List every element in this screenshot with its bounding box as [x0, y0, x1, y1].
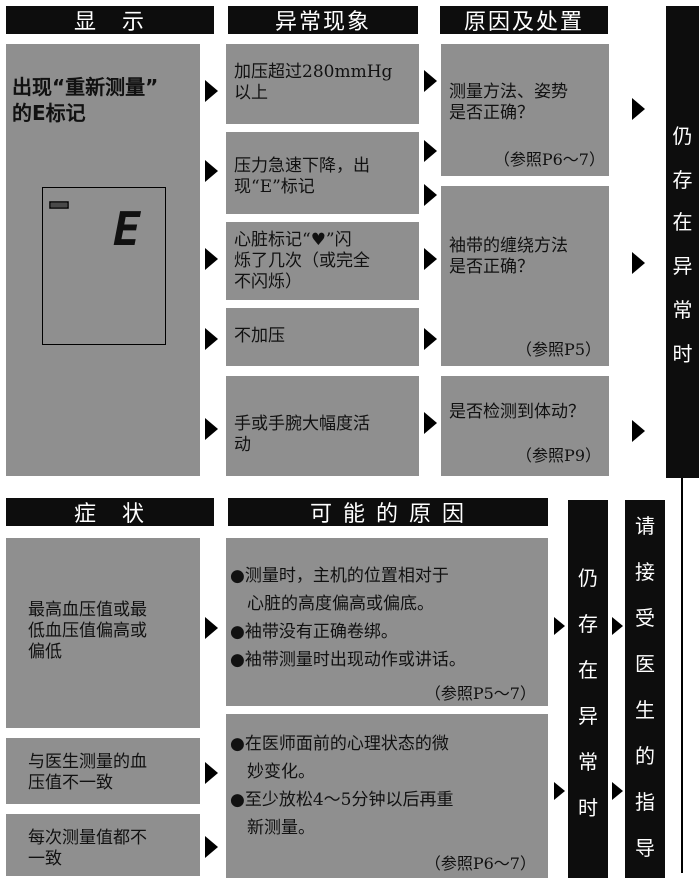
possible-cause-list: ●测量时，主机的位置相对于 心脏的高度偏高或偏底。 ●袖带没有正确卷绑。 ●袖带…	[230, 562, 466, 674]
arrow-right-icon	[424, 412, 437, 434]
vertical-char: 异	[672, 254, 693, 278]
arrow-right-icon	[612, 782, 623, 800]
symptom-item: 每次测量值都不 一致	[6, 814, 200, 876]
arrow-right-icon	[424, 328, 437, 350]
header-symptom: 症 状	[6, 498, 214, 527]
possible-cause-line: ●至少放松4～5分钟以后再重	[230, 790, 454, 810]
abnormal-item: 不加压	[226, 308, 419, 366]
cause-item-text: 袖带的缠绕方法 是否正确？	[449, 236, 568, 277]
vertical-char: 常	[578, 750, 598, 774]
cause-item: 是否检测到体动？ （参照P9）	[441, 376, 609, 476]
vertical-char: 存	[578, 612, 598, 636]
vertical-char: 接	[635, 560, 655, 584]
cause-item-text: 是否检测到体动？	[449, 402, 585, 422]
symptom-item: 与医生测量的血 压值不一致	[6, 738, 200, 804]
cause-item: 袖带的缠绕方法 是否正确？ （参照P5）	[441, 186, 609, 366]
vertical-char: 在	[672, 210, 693, 234]
vertical-char: 导	[635, 836, 655, 860]
arrow-right-icon	[554, 782, 565, 800]
cause-item-text: 测量方法、姿势 是否正确？	[449, 82, 568, 123]
arrow-right-icon	[205, 617, 218, 639]
consult-doctor-bar: 请 接 受 医 生 的 指 导	[625, 500, 665, 878]
possible-cause-line: 心脏的高度偏高或偏底。	[230, 594, 434, 614]
vertical-char: 时	[578, 796, 598, 820]
connector-line	[681, 478, 683, 873]
arrow-right-icon	[612, 617, 623, 635]
arrow-right-icon	[205, 836, 218, 858]
abnormal-item-text: 压力急速下降，出 现“E”标记	[234, 156, 370, 197]
arrow-right-icon	[554, 617, 565, 635]
possible-cause-ref: （参照P6～7）	[424, 854, 536, 873]
arrow-right-icon	[424, 248, 437, 270]
arrow-right-icon	[632, 98, 645, 120]
error-title: 出现“重新测量” 的E标记	[12, 75, 159, 125]
vertical-char: 医	[635, 652, 655, 676]
arrow-right-icon	[424, 70, 437, 92]
possible-cause-line: 新测量。	[230, 818, 315, 838]
symptom-text: 每次测量值都不 一致	[28, 828, 147, 869]
vertical-char: 存	[672, 168, 693, 192]
vertical-char: 的	[635, 744, 655, 768]
header-abnormal: 异常现象	[228, 6, 418, 35]
arrow-right-icon	[205, 762, 218, 784]
cause-item-ref: （参照P6～7）	[493, 150, 605, 169]
possible-cause-list: ●在医师面前的心理状态的微 妙变化。 ●至少放松4～5分钟以后再重 新测量。	[230, 730, 453, 842]
symptom-text: 与医生测量的血 压值不一致	[28, 752, 147, 793]
vertical-char: 常	[672, 298, 693, 322]
symptom-item: 最高血压值或最 低血压值偏高或 偏低	[6, 538, 200, 728]
symptom-text: 最高血压值或最 低血压值偏高或 偏低	[28, 600, 147, 662]
vertical-char: 仍	[672, 124, 693, 148]
cause-item: 测量方法、姿势 是否正确？ （参照P6～7）	[441, 44, 609, 176]
arrow-right-icon	[205, 80, 218, 102]
abnormal-item: 加压超过280mmHg 以上	[226, 44, 419, 124]
possible-cause-ref: （参照P5～7）	[424, 684, 536, 703]
vertical-char: 在	[578, 658, 598, 682]
header-possible-cause: 可 能 的 原 因	[228, 498, 548, 527]
possible-cause-line: ●袖带没有正确卷绑。	[230, 622, 398, 642]
arrow-right-icon	[424, 140, 437, 162]
vertical-char: 仍	[578, 566, 598, 590]
cause-item-ref: （参照P9）	[516, 446, 601, 465]
possible-cause-item: ●测量时，主机的位置相对于 心脏的高度偏高或偏底。 ●袖带没有正确卷绑。 ●袖带…	[226, 538, 548, 706]
arrow-right-icon	[424, 184, 437, 206]
vertical-char: 异	[578, 704, 598, 728]
abnormal-item: 心脏标记“♥”闪 烁了几次（或完全 不闪烁）	[226, 222, 419, 300]
vertical-char: 请	[635, 514, 655, 538]
abnormal-item-text: 手或手腕大幅度活 动	[234, 414, 370, 455]
arrow-right-icon	[632, 252, 645, 274]
possible-cause-line: ●袖带测量时出现动作或讲话。	[230, 650, 466, 670]
arrow-right-icon	[205, 248, 218, 270]
abnormal-item: 手或手腕大幅度活 动	[226, 376, 419, 476]
possible-cause-line: 妙变化。	[230, 762, 315, 782]
arrow-right-icon	[205, 328, 218, 350]
header-display: 显 示	[6, 6, 214, 35]
arrow-right-icon	[205, 160, 218, 182]
possible-cause-line: ●在医师面前的心理状态的微	[230, 734, 449, 754]
still-abnormal-bar: 仍 存 在 异 常 时	[666, 6, 699, 478]
cause-item-ref: （参照P5）	[516, 340, 601, 359]
abnormal-item-text: 加压超过280mmHg 以上	[234, 62, 393, 103]
possible-cause-line: ●测量时，主机的位置相对于	[230, 566, 449, 586]
abnormal-item-text: 不加压	[234, 326, 285, 346]
arrow-right-icon	[205, 418, 218, 440]
still-abnormal-bar-bottom: 仍 存 在 异 常 时	[568, 500, 608, 878]
vertical-char: 生	[635, 698, 655, 722]
arrow-right-icon	[632, 420, 645, 442]
lcd-screen: E	[42, 187, 166, 345]
cuff-icon	[49, 194, 69, 209]
vertical-char: 受	[635, 606, 655, 630]
header-cause: 原因及处置	[440, 6, 608, 35]
vertical-char: 时	[672, 342, 693, 366]
possible-cause-item: ●在医师面前的心理状态的微 妙变化。 ●至少放松4～5分钟以后再重 新测量。 （…	[226, 714, 548, 878]
abnormal-item-text: 心脏标记“♥”闪 烁了几次（或完全 不闪烁）	[234, 230, 370, 292]
display-panel: 出现“重新测量” 的E标记 E	[6, 44, 200, 476]
lcd-e-symbol: E	[113, 202, 141, 256]
vertical-char: 指	[635, 790, 655, 814]
abnormal-item: 压力急速下降，出 现“E”标记	[226, 132, 419, 214]
